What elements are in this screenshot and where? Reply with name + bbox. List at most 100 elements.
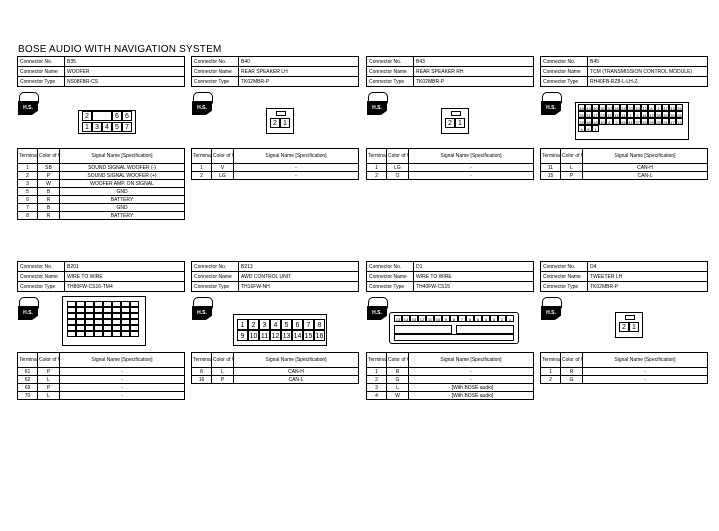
connector-name-value: WOOFER: [64, 66, 185, 77]
pin: 43: [669, 104, 676, 111]
pin: 27: [592, 111, 599, 118]
pin: 45: [620, 118, 627, 125]
connector-no-value: B213: [238, 261, 359, 272]
pin: 46: [641, 111, 648, 118]
hs-label: H.S.: [367, 101, 387, 115]
pin: 18: [585, 118, 592, 125]
cavity: [121, 319, 130, 325]
cavity: [94, 331, 103, 337]
header-signal-name: Signal Name [Specification]: [233, 352, 359, 368]
pin-blank: [92, 111, 112, 121]
cavity: [130, 325, 139, 331]
label-connector-no: Connector No.: [366, 261, 414, 272]
signal-table-b43: Terminal No.Color of WireSignal Name [Sp…: [366, 148, 534, 180]
connector-type-value: TH40FW-CS15: [413, 281, 534, 292]
pin: 14: [292, 330, 303, 341]
cavity: [76, 331, 85, 337]
cavity: [85, 319, 94, 325]
pin: 26: [676, 111, 683, 118]
header-color-of-wire: Color of Wire: [211, 352, 234, 368]
pin: 2: [270, 118, 280, 128]
pin: 4: [102, 122, 112, 132]
connector-face-d4: 2 1: [615, 312, 643, 338]
connector-type-value: TH16FW-NH: [238, 281, 359, 292]
header-terminal-no: Terminal No.: [540, 148, 561, 164]
hs-icon: H.S.: [18, 92, 40, 116]
pin: 1: [455, 118, 465, 128]
connector-no-value: B43: [413, 56, 534, 67]
pin: 25: [655, 118, 662, 125]
pin: 16: [314, 330, 325, 341]
hs-label: H.S.: [18, 306, 38, 320]
cavity: [85, 331, 94, 337]
connector-face-b43: 2 1: [441, 108, 469, 134]
label-connector-no: Connector No.: [540, 261, 588, 272]
connector-type-value: TK02MBR-P: [413, 76, 534, 87]
pin: 42: [648, 111, 655, 118]
pin: 5: [112, 122, 122, 132]
connector-type-value: NS08FBR-CS: [64, 76, 185, 87]
label-connector-name: Connector Name: [17, 271, 65, 282]
pin: 8: [648, 104, 655, 111]
pin: 9: [442, 315, 450, 322]
header-terminal-no: Terminal No.: [366, 148, 387, 164]
header-terminal-no: Terminal No.: [191, 352, 212, 368]
cavity: [85, 325, 94, 331]
pin: 47: [662, 104, 669, 111]
pin: 9: [237, 330, 248, 341]
pin: 15: [613, 111, 620, 118]
pin: 3: [490, 315, 498, 322]
signal-table-b45: Terminal No.Color of WireSignal Name [Sp…: [540, 148, 708, 180]
cavity: [85, 313, 94, 319]
pin: 36: [599, 104, 606, 111]
cavity: [112, 325, 121, 331]
pin: 17: [669, 118, 676, 125]
cavity: [76, 313, 85, 319]
pin: 38: [655, 111, 662, 118]
cavity: [121, 307, 130, 313]
header-terminal-no: Terminal No.: [17, 352, 38, 368]
connector-name-value: TCM (TRANSMISSION CONTROL MODULE): [587, 66, 708, 77]
pin: 3: [634, 111, 641, 118]
cavity: [130, 313, 139, 319]
pin: 6: [466, 315, 474, 322]
pin: 13: [394, 315, 402, 322]
cavity: [94, 325, 103, 331]
header-signal-name: Signal Name [Specification]: [408, 148, 534, 164]
pin: 4: [270, 319, 281, 330]
label-connector-name: Connector Name: [191, 271, 239, 282]
pin: 7: [458, 315, 466, 322]
pin: 14: [402, 315, 410, 322]
signal-table-d1: Terminal No.Color of WireSignal Name [Sp…: [366, 352, 534, 400]
cavity: [67, 331, 76, 337]
pin: 34: [662, 111, 669, 118]
pin: 7: [627, 111, 634, 118]
connector-no-value: D4: [587, 261, 708, 272]
pin: 2: [619, 322, 629, 332]
pin: 6: [112, 111, 122, 121]
pin: 11: [259, 330, 270, 341]
header-color-of-wire: Color of Wire: [386, 352, 409, 368]
pin: 21: [662, 118, 669, 125]
pin: 41: [627, 118, 634, 125]
pin: 2: [248, 319, 259, 330]
connector-name-value: WIRE TO WIRE: [413, 271, 534, 282]
pin: 8: [314, 319, 325, 330]
label-connector-no: Connector No.: [540, 56, 588, 67]
